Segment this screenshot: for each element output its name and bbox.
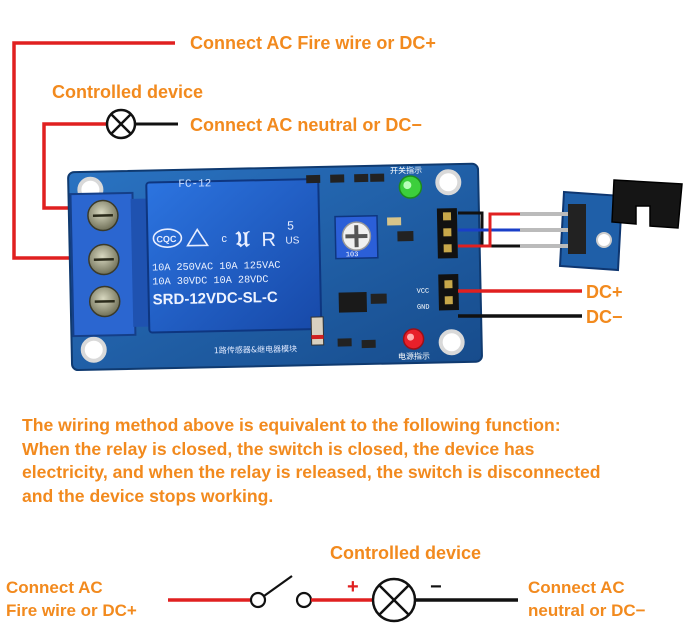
certification-marks: CQC c 𝔘 R 5 US bbox=[152, 218, 300, 252]
schematic-left-label-2: Fire wire or DC+ bbox=[6, 601, 137, 620]
minus-sign: − bbox=[430, 576, 442, 598]
lamp-icon bbox=[371, 577, 417, 623]
power-led bbox=[402, 328, 425, 350]
gnd-label: GND bbox=[417, 304, 430, 312]
power-header bbox=[438, 274, 459, 311]
fire-wire-label: Connect AC Fire wire or DC+ bbox=[190, 33, 436, 53]
svg-text:𝔘: 𝔘 bbox=[235, 226, 251, 251]
relay-top-marking: FC-12 bbox=[178, 178, 211, 191]
relay-model: SRD-12VDC-SL-C bbox=[153, 289, 279, 309]
switch-indicator-label: 开关指示 bbox=[390, 165, 422, 176]
description-paragraph: The wiring method above is equivalent to… bbox=[22, 414, 692, 508]
plus-sign: + bbox=[347, 576, 359, 598]
description-line: electricity, and when the relay is relea… bbox=[22, 462, 601, 482]
device-wire bbox=[42, 122, 106, 210]
dc-minus-label: DC− bbox=[586, 307, 623, 327]
optical-sensor bbox=[520, 179, 683, 272]
smd-components bbox=[306, 173, 414, 349]
description-line: The wiring method above is equivalent to… bbox=[22, 415, 561, 435]
schematic-right-label-2: neutral or DC− bbox=[528, 601, 646, 620]
rating-number: 5 bbox=[287, 218, 294, 232]
description-line: and the device stops working. bbox=[22, 485, 274, 506]
neutral-wire-label: Connect AC neutral or DC− bbox=[190, 115, 422, 135]
svg-text:US: US bbox=[285, 235, 299, 246]
relay-body bbox=[145, 178, 323, 334]
module-name-label: 1路传感器&继电器模块 bbox=[214, 343, 298, 355]
screw-terminal bbox=[69, 191, 154, 338]
svg-text:R: R bbox=[261, 229, 276, 251]
fire-wire bbox=[12, 41, 175, 260]
svg-text:c: c bbox=[221, 233, 227, 245]
switch-icon bbox=[249, 575, 313, 609]
power-indicator-label: 电源指示 bbox=[398, 351, 430, 362]
dc-plus-label: DC+ bbox=[586, 282, 623, 302]
pot-code: 103 bbox=[346, 251, 359, 259]
schematic-right-label-1: Connect AC bbox=[528, 578, 625, 597]
controlled-device-label: Controlled device bbox=[52, 82, 204, 102]
sensor-header bbox=[436, 208, 458, 259]
lamp-icon bbox=[105, 108, 137, 140]
schematic-device-label: Controlled device bbox=[330, 543, 482, 563]
vcc-label: VCC bbox=[417, 288, 430, 296]
description-line: When the relay is closed, the switch is … bbox=[22, 438, 535, 459]
relay-rating-ac: 10A 250VAC 10A 125VAC bbox=[152, 261, 281, 275]
schematic-left-label-1: Connect AC bbox=[6, 578, 103, 597]
potentiometer: 103 bbox=[334, 214, 379, 259]
sensor-jumper-wires bbox=[458, 211, 520, 248]
cqc-mark: CQC bbox=[156, 234, 177, 244]
relay-rating-dc: 10A 30VDC 10A 28VDC bbox=[152, 275, 268, 288]
